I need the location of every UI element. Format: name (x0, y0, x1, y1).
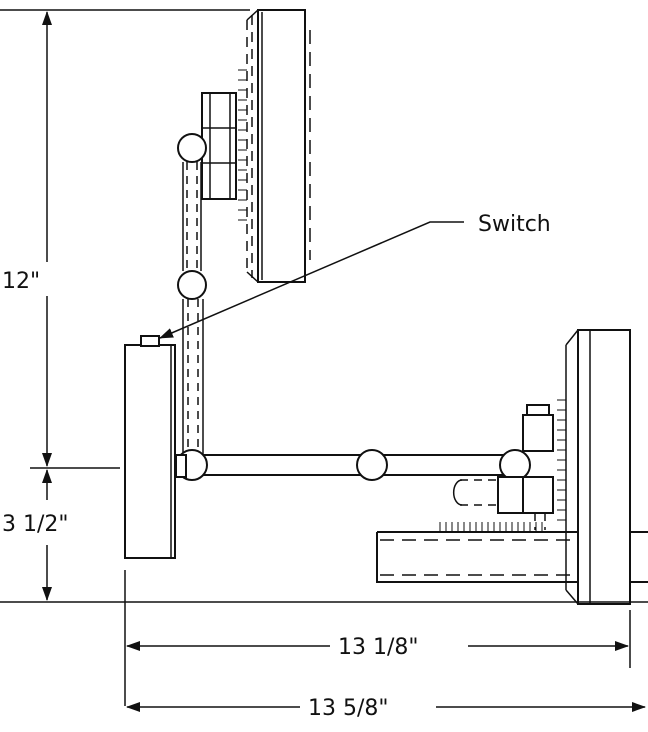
switch-label: Switch (478, 212, 551, 237)
dimension-lines (0, 9, 648, 712)
width-inner-label: 13 1/8" (338, 635, 419, 660)
wall-mount-box (124, 335, 176, 559)
extended-arm (175, 449, 531, 481)
extended-panel-assembly (376, 329, 648, 605)
height-upper-label: 12" (2, 269, 40, 294)
switch-button (140, 335, 160, 347)
upper-position-assembly (177, 9, 311, 455)
width-outer-label: 13 5/8" (308, 696, 389, 721)
height-lower-label: 3 1/2" (2, 512, 69, 537)
